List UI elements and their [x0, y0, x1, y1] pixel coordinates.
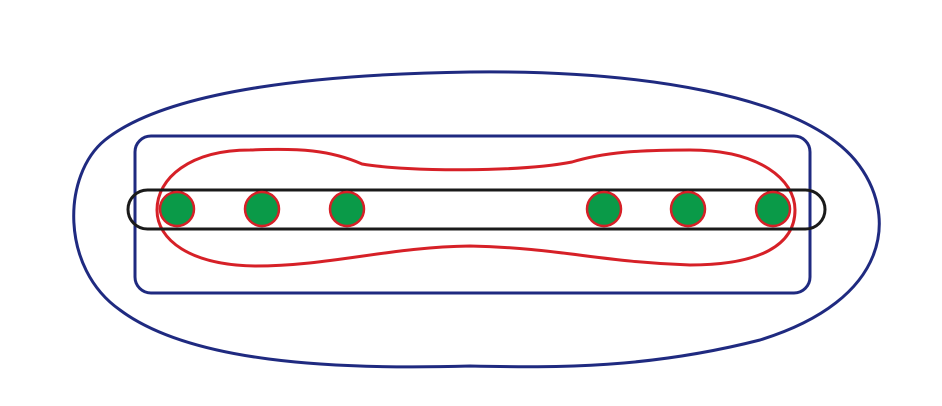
inner-rounded-rectangle — [133, 134, 812, 295]
black-capsule — [126, 188, 827, 231]
node-row — [158, 190, 792, 228]
node-3 — [328, 190, 366, 228]
node-1 — [158, 190, 196, 228]
node-5 — [669, 190, 707, 228]
red-enclosure — [155, 147, 797, 268]
node-6 — [754, 190, 792, 228]
node-4 — [585, 190, 623, 228]
outer-boundary — [72, 70, 881, 369]
node-2 — [243, 190, 281, 228]
